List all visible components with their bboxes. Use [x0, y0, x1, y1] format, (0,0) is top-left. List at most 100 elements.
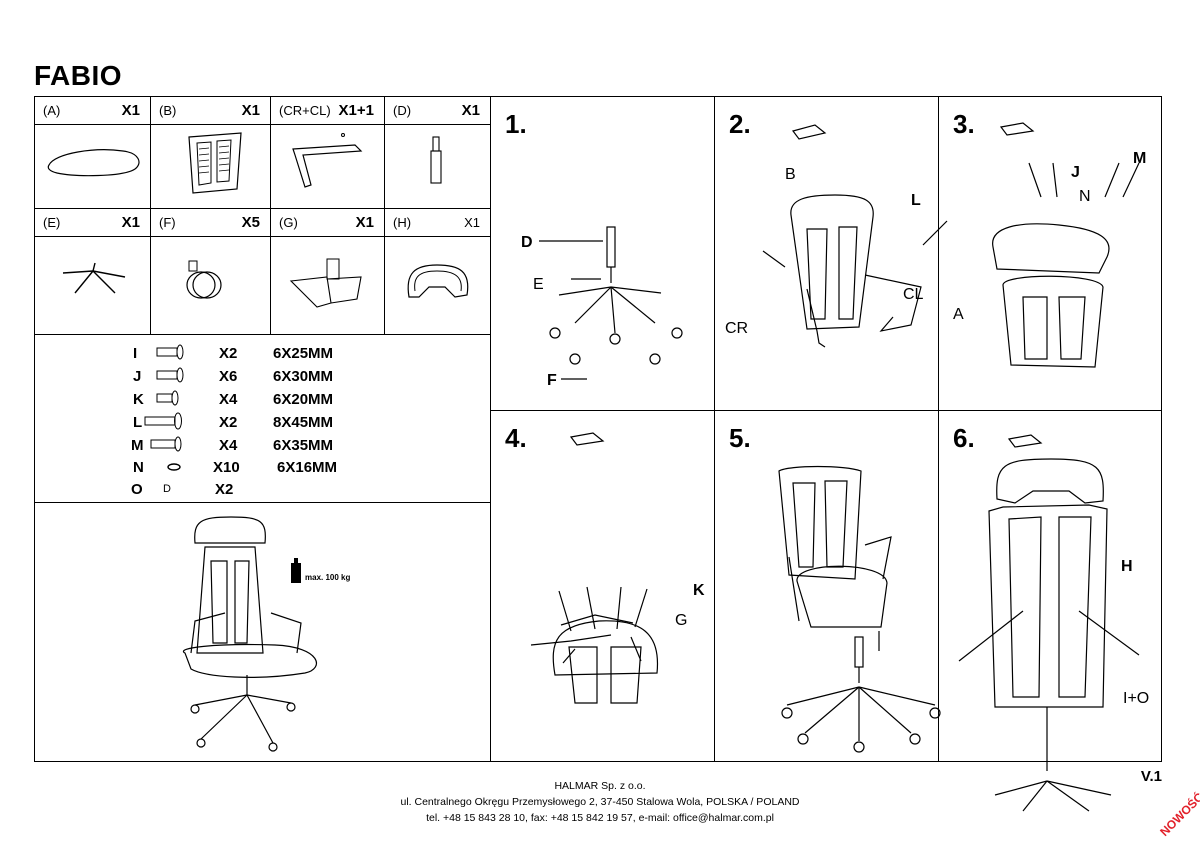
part-id: (CR+CL) — [279, 103, 331, 118]
hw-letter: K — [133, 391, 144, 408]
callout-label: M — [1133, 150, 1146, 167]
footer-contact: tel. +48 15 843 28 10, fax: +48 15 842 1… — [426, 812, 774, 824]
part-cell-a: (A) X1 — [35, 97, 151, 209]
hw-letter: O — [131, 481, 143, 498]
armrest-icon — [292, 133, 363, 188]
callout-label: CR — [725, 320, 748, 337]
part-id: (A) — [43, 103, 61, 118]
callout-label: D — [521, 234, 533, 251]
part-cell-g: (G) X1 — [271, 209, 385, 335]
part-cell-e: (E) X1 — [35, 209, 151, 335]
step-2: 2. B L CL CR — [715, 97, 948, 411]
footer-company: HALMAR Sp. z o.o. — [554, 780, 646, 792]
hw-size: 8X45MM — [273, 414, 334, 431]
callout-label: A — [953, 306, 964, 323]
callout-label: G — [675, 612, 687, 629]
base-icon — [62, 262, 126, 294]
step-number: 1. — [505, 109, 527, 139]
part-cell-arms: (CR+CL) X1+1 — [271, 97, 385, 209]
callout-label: CL — [903, 286, 924, 303]
step-number: 5. — [729, 423, 751, 453]
part-id: (B) — [159, 103, 177, 118]
chair-illustration — [182, 516, 317, 752]
part-id: (H) — [393, 215, 412, 230]
callout-label: B — [785, 166, 796, 183]
hw-size: 6X20MM — [273, 391, 334, 408]
caster-icon — [186, 260, 222, 299]
part-id: (G) — [279, 215, 298, 230]
part-qty: X1 — [355, 214, 374, 231]
hw-qty: X2 — [219, 414, 238, 431]
callout-label: K — [693, 582, 705, 599]
part-qty: X1 — [464, 215, 480, 230]
step-5: 5. — [715, 411, 941, 761]
hw-qty: X4 — [219, 437, 238, 454]
hw-size: 6X16MM — [277, 459, 338, 476]
hw-qty: X6 — [219, 368, 238, 385]
part-qty: X1+1 — [338, 102, 374, 119]
hw-qty: X2 — [215, 481, 234, 498]
bolt-icon — [150, 436, 182, 452]
step2-illustration — [762, 124, 948, 348]
hw-letter: J — [133, 368, 142, 385]
hardware-list: I X2 6X25MM J X6 6X30MM K X4 6X20MM L X2… — [35, 335, 491, 503]
wrench-icon: D — [163, 483, 171, 495]
seat-icon — [47, 149, 140, 177]
part-cell-f: (F)X5 — [151, 209, 271, 335]
step6-illustration — [958, 434, 1140, 812]
hw-letter: I — [133, 345, 138, 362]
part-id: (D) — [393, 103, 412, 118]
part-id: (E) — [43, 215, 61, 230]
callout-label: H — [1121, 558, 1133, 575]
step-1: 1. D E F — [491, 97, 715, 411]
headrest-icon — [407, 264, 469, 298]
version-label: V.1 — [1140, 768, 1162, 785]
assembled-chair-cell: max. 100 kg — [35, 503, 491, 761]
bolt-icon — [156, 390, 179, 406]
part-cell-h: (H) X1 — [385, 209, 491, 335]
max-load-label: max. 100 kg — [305, 573, 351, 582]
hw-qty: X10 — [213, 459, 240, 476]
step-number: 2. — [729, 109, 751, 139]
page-title: FABIO — [34, 60, 123, 91]
callout-label: J — [1071, 164, 1080, 181]
bolt-icon — [156, 367, 184, 383]
step-number: 4. — [505, 423, 527, 453]
step4-illustration — [530, 432, 659, 704]
instruction-sheet: (A) X1 (B) X1 (CR+CL) X1+1 (D) X1 (E) X1 — [34, 96, 1162, 812]
callout-label: N — [1079, 188, 1091, 205]
part-qty: X5 — [241, 214, 260, 231]
hw-size: 6X30MM — [273, 368, 334, 385]
part-qty: X1 — [461, 102, 480, 119]
part-qty: X1 — [121, 214, 140, 231]
part-qty: X1 — [121, 102, 140, 119]
washer-icon — [167, 463, 181, 471]
callout-label: E — [533, 276, 544, 293]
part-cell-d: (D) X1 — [385, 97, 491, 209]
callout-label: L — [911, 192, 921, 209]
hw-qty: X4 — [219, 391, 238, 408]
hw-letter: N — [133, 459, 144, 476]
footer-address: ul. Centralnego Okręgu Przemysłowego 2, … — [400, 796, 800, 808]
part-cell-b: (B) X1 — [151, 97, 271, 209]
part-qty: X1 — [241, 102, 260, 119]
backrest-icon — [188, 132, 242, 194]
hw-size: 6X35MM — [273, 437, 334, 454]
hw-letter: L — [133, 414, 143, 431]
mechanism-icon — [289, 258, 362, 308]
step-6: 6. H I+O — [939, 411, 1161, 812]
step3-illustration — [992, 122, 1140, 368]
callout-label: I+O — [1123, 690, 1149, 707]
callout-label: F — [547, 372, 557, 389]
hw-letter: M — [131, 437, 144, 454]
step5-illustration — [778, 465, 941, 753]
hw-qty: X2 — [219, 345, 238, 362]
step-number: 3. — [953, 109, 975, 139]
gas-lift-icon — [430, 136, 442, 184]
step-number: 6. — [953, 423, 975, 453]
hw-size: 6X25MM — [273, 345, 334, 362]
step1-illustration — [539, 226, 683, 380]
bolt-icon — [144, 412, 182, 430]
